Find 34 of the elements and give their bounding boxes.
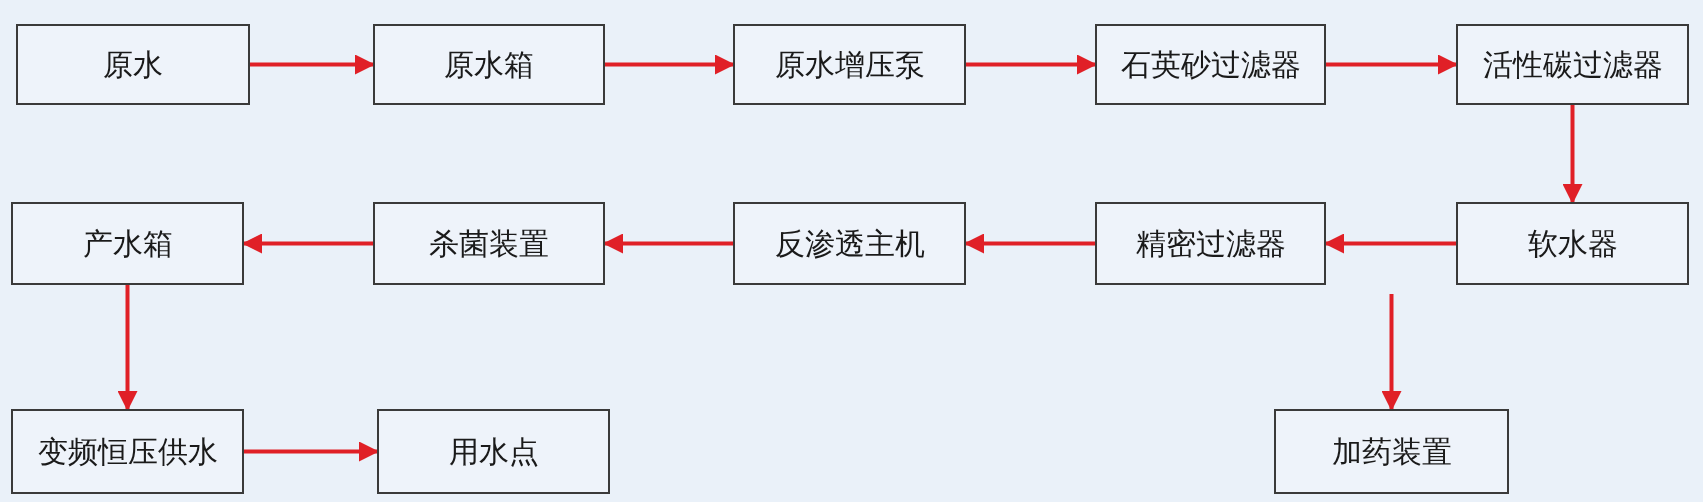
box-label: 变频恒压供水 <box>37 433 218 471</box>
process-box <box>11 202 244 285</box>
arrow <box>605 54 735 75</box>
arrow <box>244 441 379 462</box>
arrow <box>250 54 375 75</box>
process-box <box>373 202 605 285</box>
process-box <box>733 202 966 285</box>
box-label: 原水箱 <box>444 46 534 84</box>
box-label: 加药装置 <box>1331 433 1452 471</box>
arrow <box>1326 54 1458 75</box>
box-label: 用水点 <box>448 433 539 471</box>
box-label: 软水器 <box>1527 225 1618 263</box>
process-box <box>1095 202 1326 285</box>
box-label: 产水箱 <box>82 225 173 263</box>
process-box <box>377 409 610 494</box>
box-label: 精密过滤器 <box>1135 225 1286 263</box>
box-label: 原水 <box>103 46 163 84</box>
process-box <box>11 409 244 494</box>
box-label: 石英砂过滤器 <box>1120 46 1301 84</box>
arrow <box>1562 105 1583 204</box>
process-box <box>1274 409 1509 494</box>
box-label: 原水增压泵 <box>774 46 925 84</box>
process-box <box>1456 202 1689 285</box>
arrow <box>966 54 1097 75</box>
arrow <box>117 285 138 411</box>
process-box <box>16 24 250 105</box>
box-label: 反渗透主机 <box>774 225 925 263</box>
box-label: 杀菌装置 <box>429 225 549 263</box>
box-label: 活性碳过滤器 <box>1482 46 1663 84</box>
process-box <box>1456 24 1689 105</box>
process-box <box>1095 24 1326 105</box>
process-box <box>373 24 605 105</box>
process-box <box>733 24 966 105</box>
arrow <box>1381 294 1402 411</box>
